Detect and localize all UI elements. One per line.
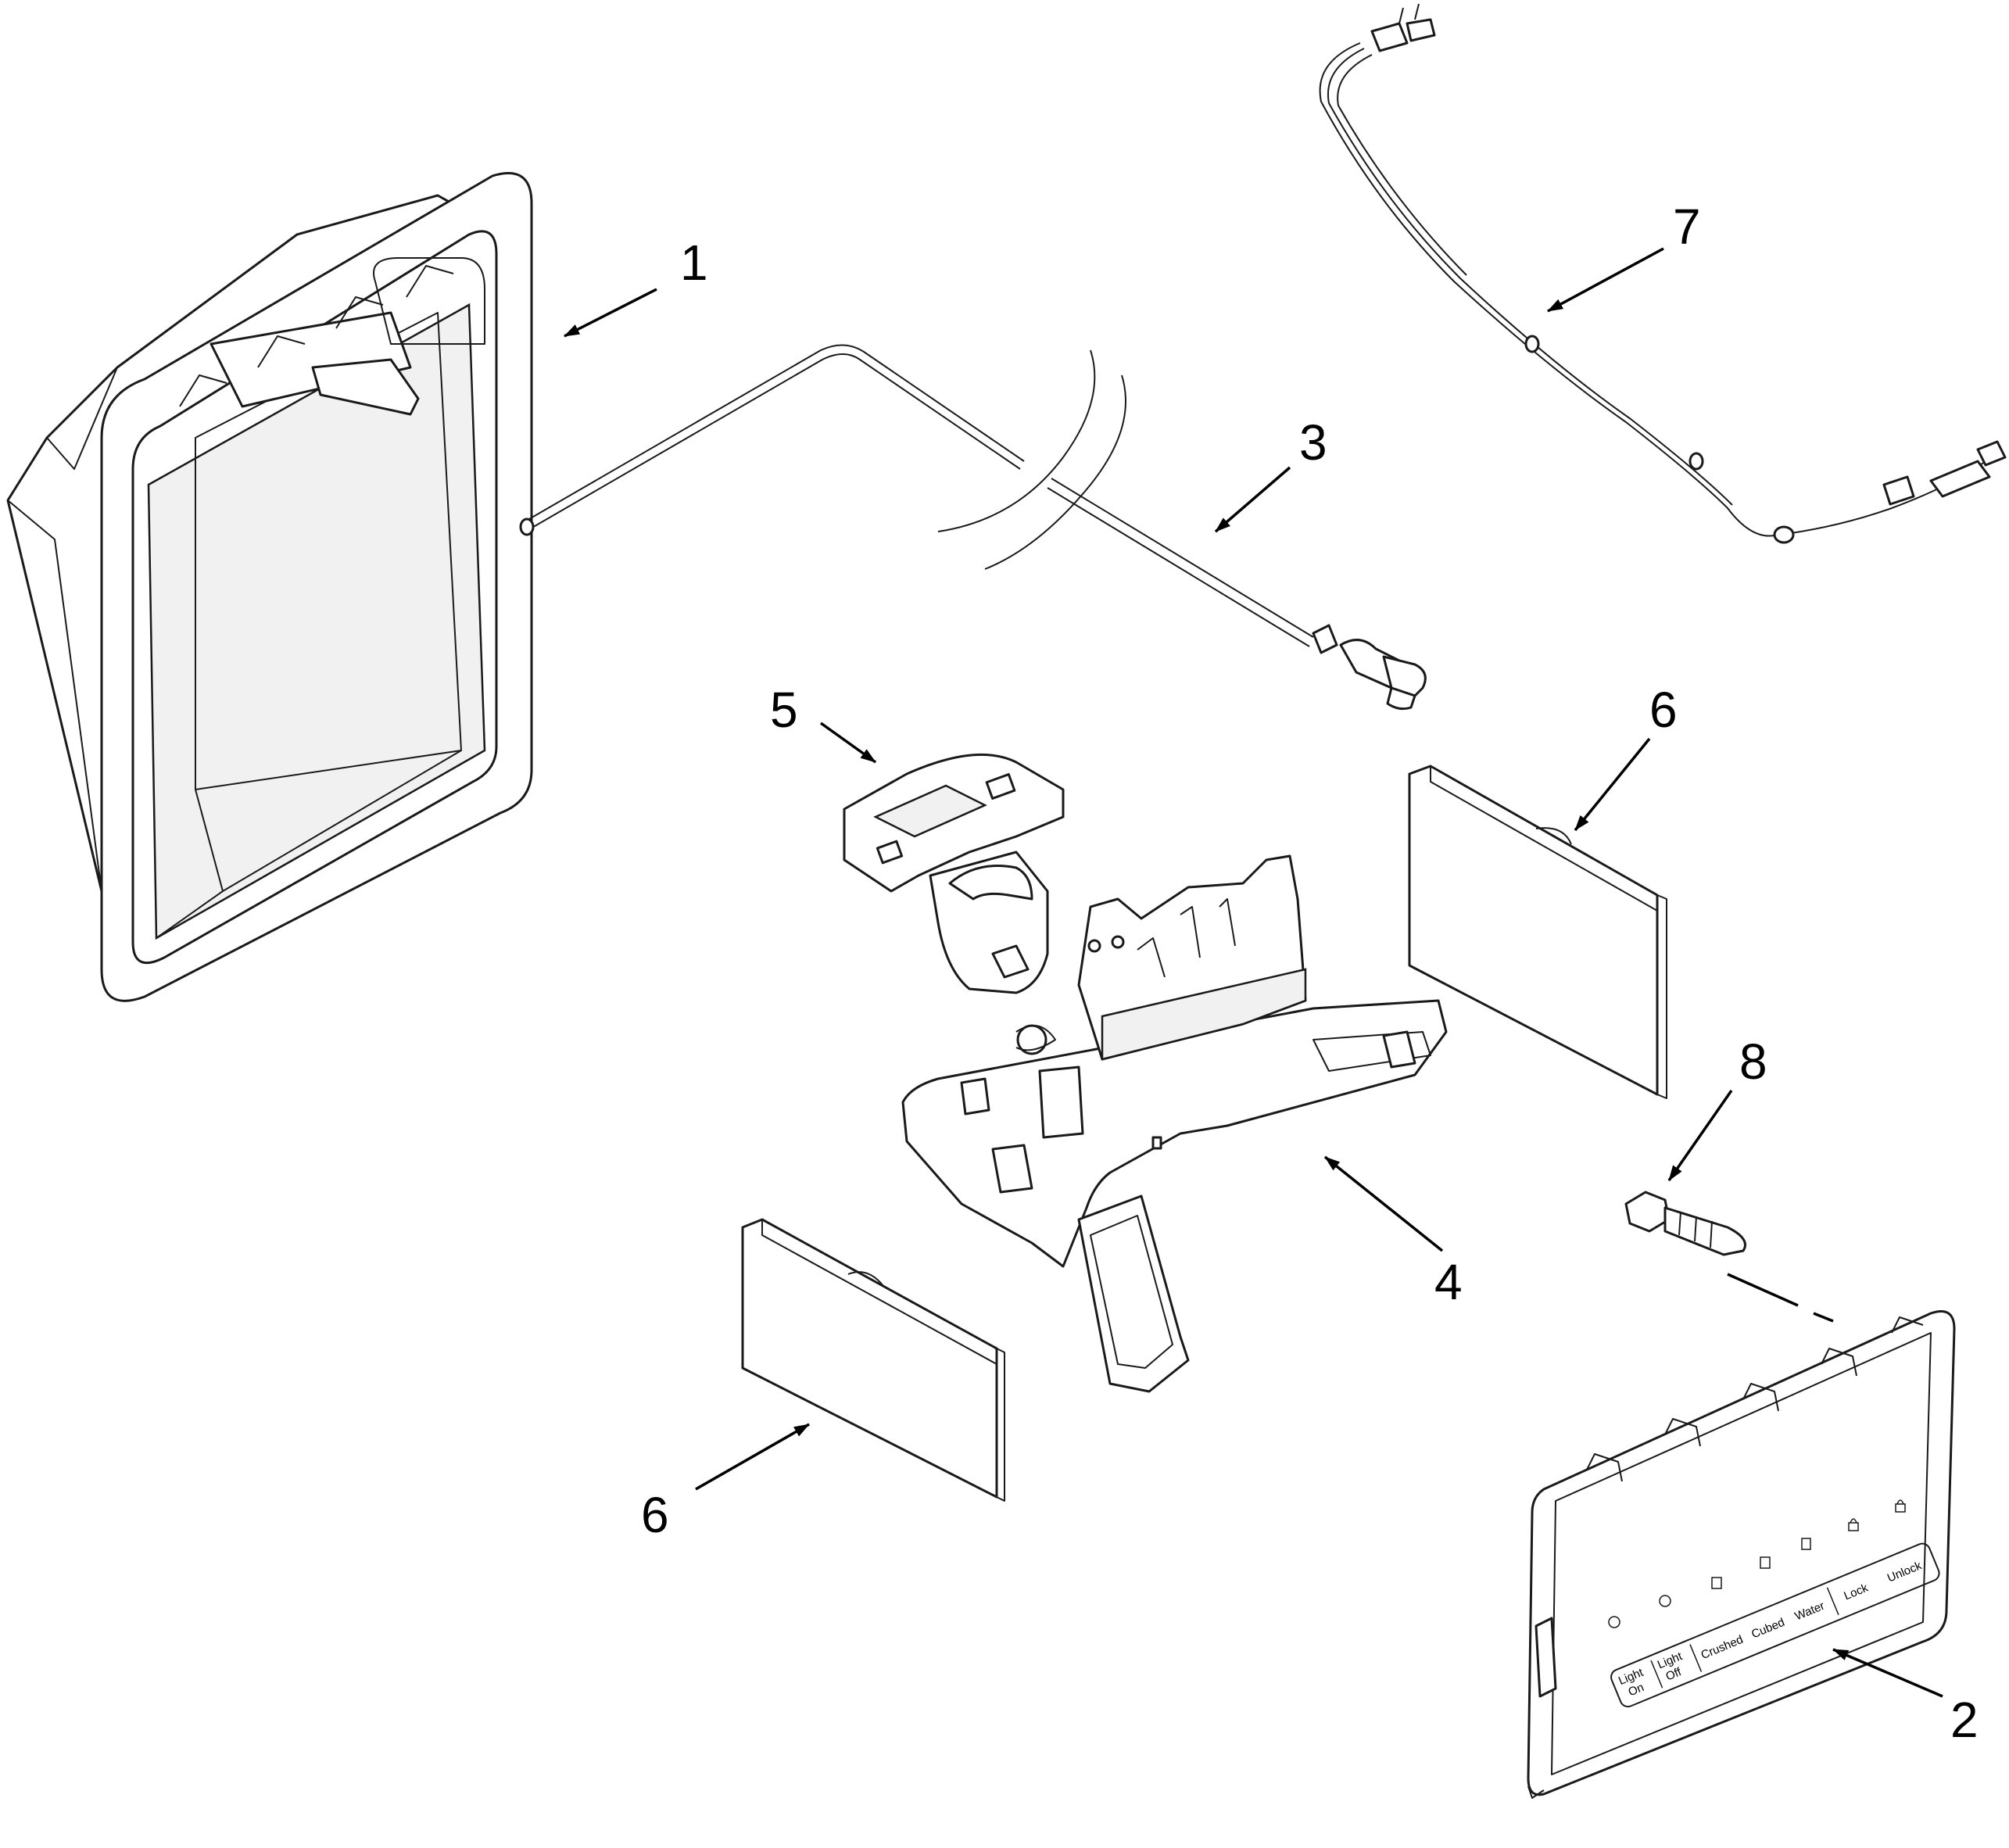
callout-2: 2: [1950, 1692, 1979, 1748]
part-3-water-tube: [519, 344, 1427, 711]
callout-4: 4: [1434, 1254, 1463, 1310]
part-6-cover-plate-lower: [741, 1218, 1005, 1502]
leader-8: [1667, 1090, 1733, 1181]
unlock-icon: [1895, 1499, 1906, 1513]
part-4-lever-assembly: [901, 854, 1448, 1393]
callout-3: 3: [1299, 414, 1327, 471]
light-on-icon: [1608, 1616, 1620, 1628]
part-2-control-panel: Light On Light Off Crushed Cubed Water L…: [1527, 1310, 1956, 1799]
leader-arrows: [564, 247, 1943, 1698]
leader-6-lower: [695, 1423, 810, 1491]
callout-5: 5: [770, 682, 798, 738]
part-1-dispenser-housing: [6, 172, 533, 1002]
leader-1: [564, 288, 657, 338]
label-light-off-2: Off: [1664, 1665, 1685, 1684]
light-off-icon: [1659, 1595, 1671, 1607]
leader-6-upper: [1574, 737, 1651, 832]
crushed-ice-icon: [1711, 1577, 1722, 1589]
leader-2: [1832, 1648, 1943, 1698]
callout-6-lower: 6: [641, 1487, 669, 1543]
lock-icon: [1848, 1518, 1859, 1531]
leader-5: [819, 722, 877, 764]
label-light-on-2: On: [1627, 1681, 1646, 1699]
part-7-wire-harness: [1319, 3, 2007, 544]
part-8-screw: [1624, 1191, 1834, 1323]
callout-numbers: 1 3 7 5 6 4 8 6 2: [641, 199, 1979, 1748]
cubed-ice-icon: [1760, 1556, 1771, 1569]
part-6-cover-plate-upper: [1408, 765, 1667, 1099]
callout-6-upper: 6: [1649, 682, 1678, 738]
leader-7: [1547, 247, 1664, 313]
callout-7: 7: [1673, 199, 1701, 255]
callout-8: 8: [1739, 1033, 1767, 1090]
callout-1: 1: [680, 235, 708, 291]
water-icon: [1801, 1538, 1811, 1550]
leader-3: [1214, 466, 1291, 533]
part-5-actuator: [843, 753, 1065, 994]
leader-4: [1323, 1155, 1444, 1252]
